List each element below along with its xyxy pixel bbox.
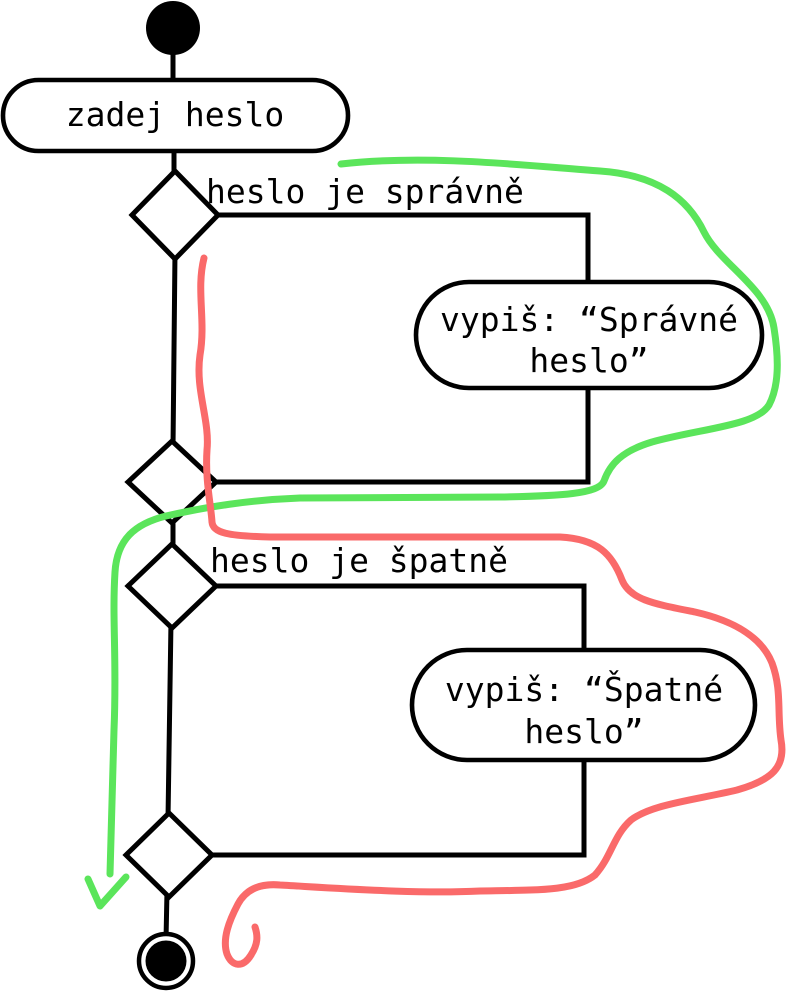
red-annotation-path (195, 254, 786, 968)
action-print-wrong-line2: heslo” (524, 712, 643, 751)
edge-print-correct-to-merge1 (209, 381, 591, 485)
decision1-guard-label: heslo je správně (206, 172, 524, 211)
final-node-core (145, 940, 187, 982)
edge-decision1-to-merge1 (170, 249, 178, 451)
merge2-diamond (122, 809, 216, 901)
initial-node (146, 1, 200, 55)
edge-decision1-to-print-correct (211, 212, 591, 291)
action-print-correct-box (413, 279, 765, 391)
merge1-diamond (124, 437, 220, 527)
edges (163, 47, 591, 943)
action-print-wrong-line1: vypiš: “Špatné (445, 669, 723, 709)
edge-decision2-to-merge2 (165, 618, 174, 822)
green-arrowhead (84, 873, 130, 910)
wrong-path-annotation (195, 254, 786, 968)
green-annotation-path (106, 156, 781, 878)
action-print-correct-line1: vypiš: “Správné (440, 300, 738, 339)
decision2-diamond (124, 540, 220, 632)
final-node (136, 931, 196, 991)
decision1-diamond (128, 167, 222, 263)
action-input-label: zadej heslo (66, 95, 285, 134)
decision2-guard-label: heslo je špatně (210, 541, 508, 580)
action-print-correct-line2: heslo” (529, 341, 648, 380)
edge-print-wrong-to-merge2 (205, 753, 587, 858)
action-print-wrong-box (409, 647, 758, 763)
correct-path-annotation (84, 156, 781, 910)
action-input-box (0, 77, 351, 154)
edge-decision2-to-print-wrong (209, 583, 587, 658)
